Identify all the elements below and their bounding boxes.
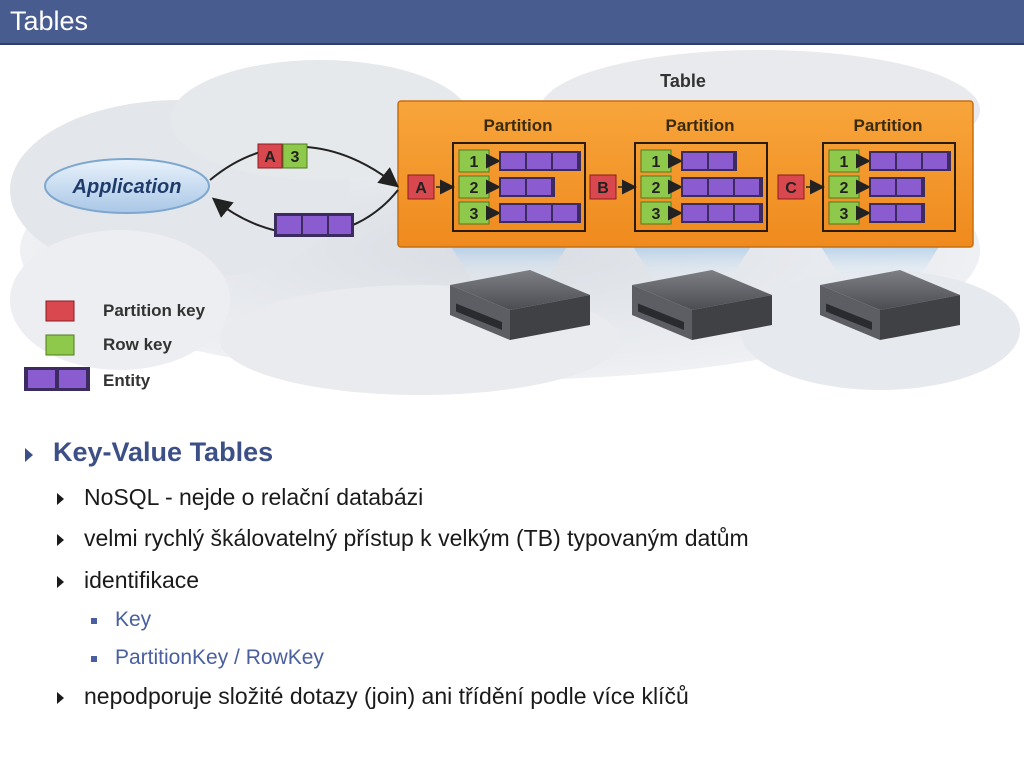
entity-cell: [871, 153, 895, 169]
row-key-label: 3: [652, 206, 661, 223]
partition-key-label: A: [415, 180, 427, 197]
heading-key-value-tables: Key-Value Tables: [53, 437, 274, 467]
bullet-square-icon: [91, 618, 97, 624]
entity-cell: [501, 205, 525, 221]
response-entity: [274, 213, 354, 237]
entity-cell: [527, 205, 551, 221]
entity-cell: [735, 179, 759, 195]
title-bar: Tables: [0, 0, 1024, 45]
bullet-fast-access: velmi rychlý škálovatelný přístup k velk…: [84, 525, 749, 551]
bullet-nosql: NoSQL - nejde o relační databázi: [84, 484, 424, 510]
entity-cell: [709, 179, 733, 195]
row-key-label: 1: [470, 154, 479, 171]
row-key-label: 2: [470, 180, 479, 197]
row-key-label: 2: [840, 180, 849, 197]
legend-entity-label: Entity: [103, 371, 151, 390]
bullet-arrow-icon: [57, 493, 64, 505]
bullet-arrow-icon: [57, 534, 64, 546]
entity-cell: [871, 205, 895, 221]
entity-cell: [683, 179, 707, 195]
legend-partition-key-swatch: [45, 300, 75, 322]
server-1: [450, 270, 590, 340]
entity-cell: [871, 179, 895, 195]
entity-cell: [553, 205, 577, 221]
partition-rows-box: [634, 142, 768, 232]
entity-cell: [709, 153, 733, 169]
partition-label: Partition: [854, 116, 923, 135]
entity-cell: [553, 153, 577, 169]
request-row-key: [282, 143, 308, 169]
table-label: Table: [660, 71, 706, 91]
entity-cell: [709, 205, 733, 221]
entity-cell: [527, 153, 551, 169]
partition-label: Partition: [484, 116, 553, 135]
legend-row-key-swatch: [45, 334, 75, 356]
entity-cell: [735, 205, 759, 221]
bullet-partitionkey-rowkey: PartitionKey / RowKey: [115, 646, 324, 669]
entity-cell: [683, 205, 707, 221]
entity-cell: [897, 205, 921, 221]
entity-cell: [501, 153, 525, 169]
partition-key-badge: [777, 174, 805, 200]
bullet-arrow-icon: [57, 692, 64, 704]
partition-label: Partition: [666, 116, 735, 135]
row-key-label: 1: [652, 154, 661, 171]
bullet-square-icon: [91, 656, 97, 662]
bullet-arrow-icon: [57, 576, 64, 588]
request-partition-key-label: A: [264, 149, 276, 166]
row-key-label: 3: [840, 206, 849, 223]
row-key-label: 2: [652, 180, 661, 197]
bullet-arrow-icon: [25, 448, 33, 462]
legend: Partition key Row key Entity: [24, 300, 206, 391]
entity-cell: [923, 153, 947, 169]
entity-cell: [897, 153, 921, 169]
partition-key-label: B: [597, 180, 609, 197]
slide-title: Tables: [10, 6, 89, 36]
bullet-no-complex-queries: nepodporuje složité dotazy (join) ani tř…: [84, 683, 689, 709]
application-label: Application: [72, 176, 182, 198]
partition-key-badge: [589, 174, 617, 200]
request-partition-key: [257, 143, 283, 169]
row-key-label: 3: [470, 206, 479, 223]
server-2: [632, 270, 772, 340]
entity-cell: [683, 153, 707, 169]
bullet-identification: identifikace: [84, 567, 200, 593]
bullet-key: Key: [115, 608, 152, 631]
entity-cell: [501, 179, 525, 195]
legend-partition-key-label: Partition key: [103, 301, 206, 320]
row-key-label: 1: [840, 154, 849, 171]
table-storage-diagram: Table Application A 3 PartitionA123Parti…: [10, 50, 1020, 395]
partition-key-badge: [407, 174, 435, 200]
server-3: [820, 270, 960, 340]
application-node: [44, 158, 210, 214]
entity-cell: [897, 179, 921, 195]
entity-cell: [527, 179, 551, 195]
partition-key-label: C: [785, 180, 797, 197]
partition-rows-box: [452, 142, 586, 232]
legend-row-key-label: Row key: [103, 335, 173, 354]
request-row-key-label: 3: [291, 149, 300, 166]
partition-rows-box: [822, 142, 956, 232]
